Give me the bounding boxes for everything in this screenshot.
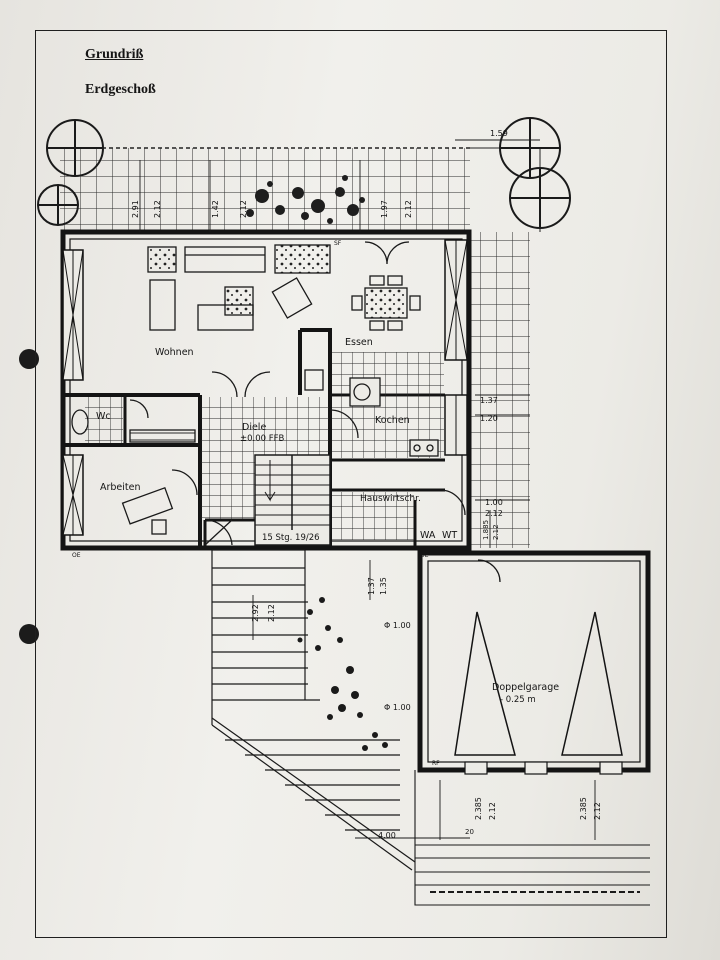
room-label-diele: Diele <box>242 422 266 433</box>
dim-top-1: 2.91 <box>131 200 140 218</box>
dim-garage-3: 2.385 <box>579 797 588 820</box>
dim-walk-1: 2.92 <box>251 604 260 622</box>
doors <box>204 371 501 583</box>
dim-right-3: 1.00 <box>485 498 503 507</box>
dim-top-6: 2.12 <box>404 200 413 218</box>
stairs-label: 15 Stg. 19/26 <box>262 533 320 543</box>
room-label-wa: WA <box>420 530 436 541</box>
punch-hole-bottom <box>19 624 39 644</box>
dining-furniture <box>351 241 421 331</box>
dim-phi-2: Φ 1.00 <box>384 703 411 712</box>
dim-phi-1: Φ 1.00 <box>384 621 411 630</box>
tree-left <box>37 184 79 226</box>
dim-right-6: 2.12 <box>492 524 500 540</box>
dim-top-4: 2.12 <box>239 200 248 218</box>
driveway <box>414 770 650 906</box>
tree-top-right <box>499 117 561 179</box>
diele-floor-level: ±0.00 FFB <box>240 434 285 444</box>
label-rf: RF <box>432 760 440 767</box>
shrubs-top <box>246 175 365 224</box>
dim-garage-2: 2.12 <box>488 802 497 820</box>
wc-floor <box>85 397 123 443</box>
utility-floor <box>332 492 414 540</box>
terrace-top <box>60 147 470 230</box>
drawing-frame <box>35 30 667 938</box>
dim-entry-1: 1.37 <box>367 577 376 595</box>
room-label-wt: WT <box>442 530 457 541</box>
dimension-lines <box>139 139 596 840</box>
room-label-kochen: Kochen <box>375 415 410 426</box>
dim-top-2: 2.12 <box>153 200 162 218</box>
garage-floor-level: - 0.25 m <box>500 695 536 705</box>
plan-title: Grundriß <box>85 47 144 62</box>
room-label-essen: Essen <box>345 337 373 348</box>
room-label-garage: Doppelgarage <box>492 682 559 693</box>
tree-top-left <box>46 119 104 177</box>
kitchen-furniture <box>304 369 439 457</box>
room-label-wc: Wc <box>96 411 111 422</box>
staircase <box>254 454 331 546</box>
dim-right-1: 1.37 <box>480 396 498 405</box>
dim-top-right: 1.59 <box>490 129 508 138</box>
house-walls <box>60 229 472 551</box>
plan-subtitle: Erdgeschoß <box>85 82 156 97</box>
label-sf: SF <box>334 240 342 247</box>
double-garage <box>417 550 651 775</box>
label-oe-left: OE <box>72 552 81 559</box>
room-label-arbeiten: Arbeiten <box>100 482 141 493</box>
dim-right-2: 1.20 <box>480 414 498 423</box>
label-oe-right: OE <box>420 552 429 559</box>
tree-right <box>509 167 571 229</box>
room-label-hauswirtschaft: Hauswirtschr. <box>360 494 421 504</box>
terrace-right <box>470 232 530 548</box>
dim-bottom-1: 4.00 <box>378 831 396 840</box>
shrubs-entrance <box>297 597 388 751</box>
dim-top-5: 1.97 <box>380 200 389 218</box>
room-label-wohnen: Wohnen <box>155 347 194 358</box>
study-furniture <box>121 469 198 535</box>
entrance-steps <box>211 549 416 871</box>
wc-fixtures <box>71 399 196 443</box>
dim-bottom-2: 20 <box>465 828 474 836</box>
dim-right-4: 2.12 <box>485 509 503 518</box>
punch-hole-top <box>19 349 39 369</box>
dim-entry-2: 1.35 <box>379 577 388 595</box>
dim-garage-1: 2.385 <box>474 797 483 820</box>
dim-walk-2: 2.12 <box>267 604 276 622</box>
dim-right-5: 1.885 <box>482 520 490 540</box>
dim-garage-4: 2.12 <box>593 802 602 820</box>
dim-top-3: 1.42 <box>211 200 220 218</box>
living-furniture <box>147 244 331 331</box>
